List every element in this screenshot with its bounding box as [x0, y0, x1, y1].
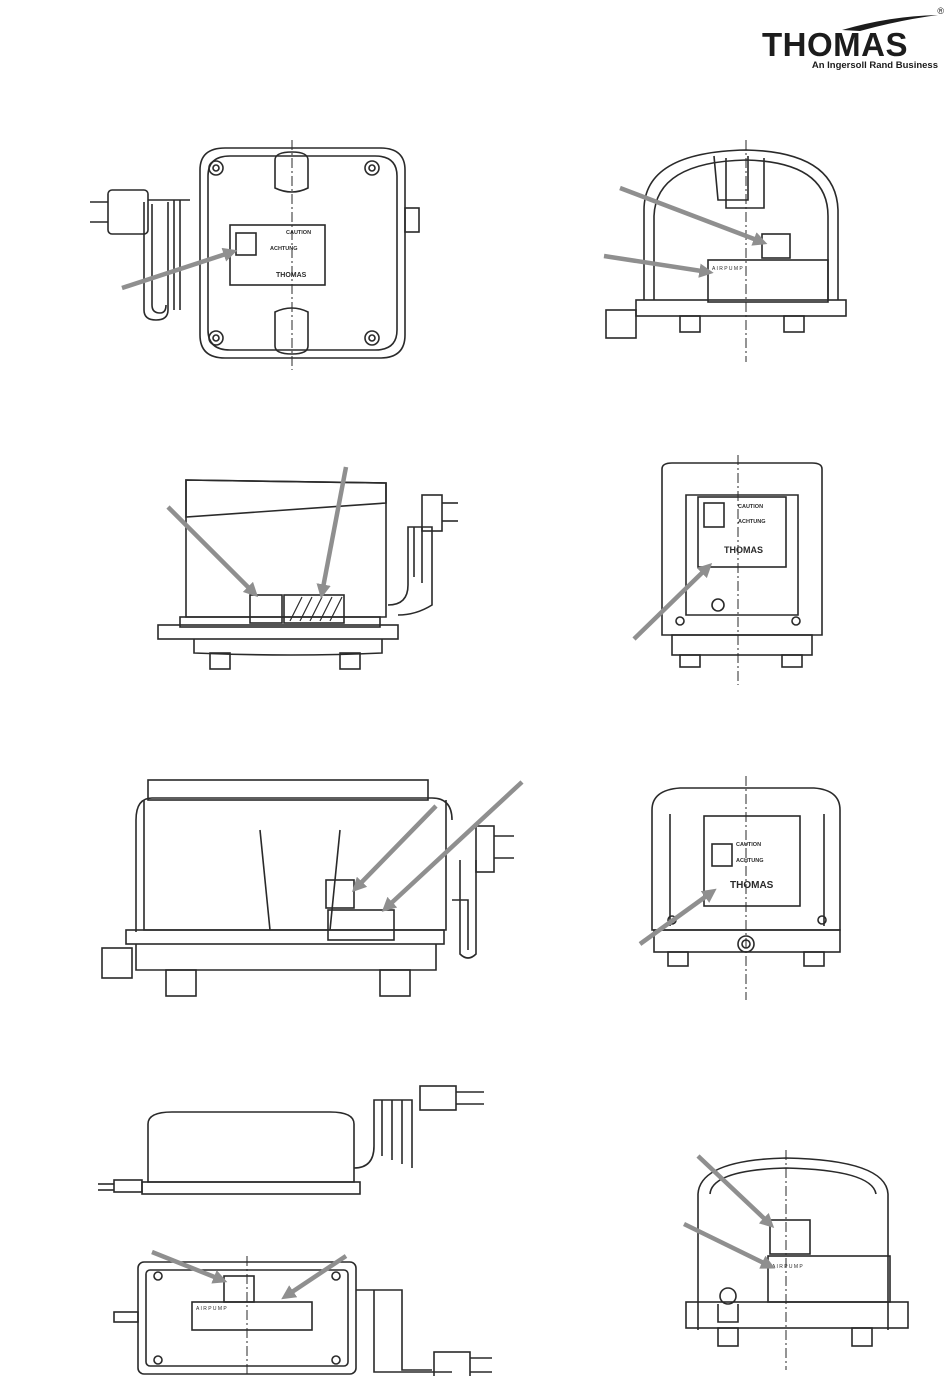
arrow-3b	[322, 467, 346, 593]
label-brand-text-2: THOMAS	[724, 545, 763, 555]
label-brand-text: THOMAS	[276, 272, 307, 279]
caution-text-2: CAUTION	[738, 504, 763, 510]
achtung-text-2: ACHTUNG	[738, 519, 766, 525]
figure-pump-front-view: CAUTION ACHTUNG THOMAS	[628, 455, 848, 685]
achtung-text-3: ACHTUNG	[736, 858, 764, 864]
figure-pump-front-view-large: CAUTION ACHTUNG THOMAS	[630, 770, 860, 1000]
figure-pump-long-side-view	[96, 770, 536, 1010]
figure-pump-top-view: CAUTION ACHTUNG THOMAS	[80, 130, 440, 370]
arrow-2b	[604, 256, 708, 272]
arrow-6	[640, 892, 712, 944]
figure-pump-end-view: A I R P U M P	[676, 1150, 916, 1370]
caution-text-3: CAUTION	[736, 842, 761, 848]
figure-pump-side-view-rating-plate: A I R P U M P	[596, 140, 856, 362]
arrow-5b	[386, 782, 522, 908]
arrow-4	[634, 567, 708, 639]
arrow-8a	[698, 1156, 770, 1224]
achtung-text: ACHTUNG	[270, 246, 298, 252]
rating-plate-text-2: A I R P U M P	[196, 1306, 227, 1312]
figure-pump-side-view-weee	[150, 465, 480, 685]
label-brand-text-3: THOMAS	[730, 880, 774, 891]
brand-wordmark: THOMAS	[762, 28, 908, 61]
rating-plate-text: A I R P U M P	[712, 266, 743, 272]
arrow-1	[122, 252, 232, 288]
figure-flat-pump: A I R P U M P	[92, 1080, 512, 1376]
arrow-3a	[168, 507, 254, 593]
caution-text: CAUTION	[286, 230, 311, 236]
arrow-8b	[684, 1224, 770, 1266]
brand-logo: ® THOMAS An Ingersoll Rand Business	[756, 6, 946, 72]
arrow-2a	[620, 188, 762, 242]
brand-tagline: An Ingersoll Rand Business	[812, 60, 938, 71]
rating-plate-text-3: A I R P U M P	[772, 1264, 803, 1270]
